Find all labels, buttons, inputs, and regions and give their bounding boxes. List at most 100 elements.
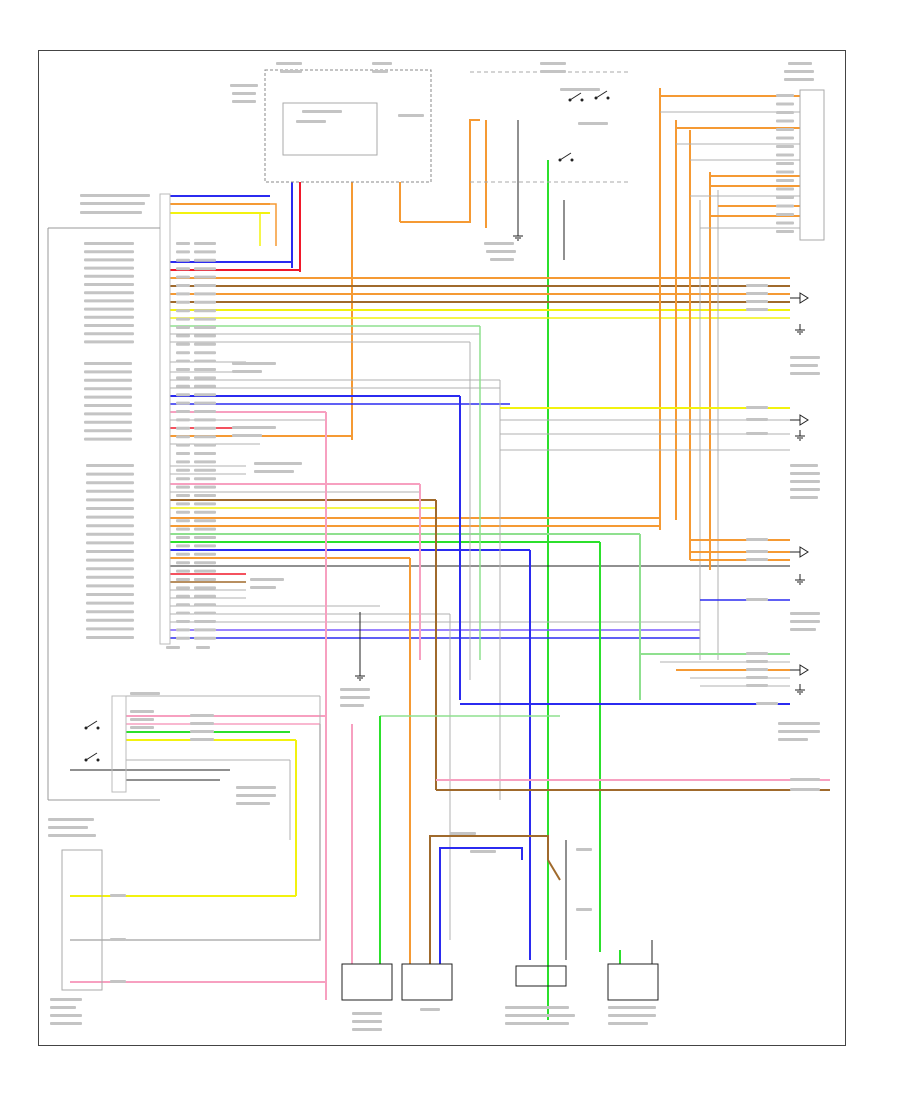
pin-label	[86, 464, 134, 467]
switch-label	[560, 88, 600, 91]
pin-label	[84, 420, 132, 424]
components-layer	[47, 69, 825, 1001]
wire-code	[194, 359, 216, 363]
wire-code	[746, 558, 768, 561]
switch-blade	[85, 720, 98, 729]
pin-label	[86, 489, 134, 493]
pin-number	[776, 213, 794, 216]
pin-number	[776, 179, 794, 182]
component-title	[608, 1022, 648, 1025]
inner-label	[296, 120, 326, 123]
switch-blade	[559, 152, 572, 161]
wire-code	[194, 284, 216, 287]
pin-number	[176, 519, 190, 523]
wire-code	[194, 292, 216, 296]
wire-code	[194, 485, 216, 489]
wire-code	[194, 267, 216, 271]
pin-label	[86, 524, 134, 528]
pin-label	[86, 610, 134, 614]
wire-code	[194, 342, 216, 346]
box-note	[232, 100, 256, 103]
wire-code	[194, 611, 216, 615]
wire-code	[194, 351, 216, 355]
wire-code	[194, 418, 216, 422]
switch-contact	[606, 96, 610, 100]
connector-icon	[401, 963, 453, 1001]
pin-number	[776, 136, 794, 140]
box-title	[280, 70, 302, 73]
wire-code	[576, 908, 592, 911]
pin-label	[84, 258, 134, 262]
component-title	[352, 1020, 382, 1023]
wire-code	[746, 432, 768, 435]
ground-icon	[795, 430, 805, 441]
component-title	[608, 1006, 656, 1009]
pin-number	[176, 460, 190, 464]
box-title	[372, 70, 388, 73]
switch-contact	[96, 758, 100, 762]
wire-code	[194, 426, 216, 430]
pin-number	[176, 468, 190, 472]
module-title	[48, 834, 96, 837]
wire-code	[194, 250, 216, 254]
wire-code	[190, 730, 214, 733]
pin-number	[776, 162, 794, 165]
switch-contact	[570, 158, 574, 162]
ground-label	[486, 250, 516, 253]
component-title	[352, 1012, 382, 1015]
wire	[429, 835, 549, 964]
pin-label	[84, 340, 134, 344]
wire-code	[194, 334, 216, 338]
pin-label	[84, 429, 132, 433]
branch-label	[236, 786, 276, 789]
pin-label	[84, 324, 134, 327]
pin-number	[176, 258, 190, 262]
branch-label	[232, 370, 262, 373]
wire-code	[746, 652, 768, 655]
wire-code	[746, 418, 768, 421]
wire-code	[194, 368, 216, 371]
wire-code	[110, 980, 126, 983]
pin-number	[176, 477, 190, 481]
pin-number	[176, 300, 190, 304]
top-junction-box	[264, 69, 432, 183]
wire-code	[746, 308, 768, 311]
ground-icon	[795, 324, 805, 335]
pin-number	[176, 275, 190, 279]
wire-code	[790, 788, 820, 791]
sensor-body	[799, 664, 809, 676]
component-title	[50, 998, 82, 1001]
wire-code	[194, 435, 216, 439]
switch-label	[578, 122, 608, 125]
pin-label	[84, 291, 134, 295]
sensor-icon	[790, 414, 809, 426]
wire-code	[194, 242, 216, 245]
component-title	[790, 628, 816, 631]
pin-label	[86, 498, 134, 502]
pin-label	[80, 202, 145, 205]
component-title	[790, 480, 820, 483]
pin-number	[176, 242, 190, 245]
motor-icon	[607, 963, 659, 1001]
component-title	[608, 1014, 656, 1017]
pin-label	[84, 250, 134, 254]
pin-label	[86, 636, 134, 639]
box-title	[540, 62, 566, 65]
wire-code	[746, 538, 768, 541]
branch-label	[236, 802, 270, 805]
branch-label	[232, 362, 276, 365]
pin-number	[176, 250, 190, 254]
box-title	[372, 62, 392, 65]
switch-blade	[569, 92, 582, 101]
wire-code	[746, 660, 768, 663]
pin-number	[176, 594, 190, 598]
wire-code	[190, 714, 214, 717]
pin-number	[176, 569, 190, 573]
module-title	[48, 818, 94, 821]
pin-label	[86, 515, 134, 519]
sensor-icon	[790, 664, 809, 676]
component-title	[505, 1022, 569, 1025]
box-note	[230, 84, 258, 87]
pin-label	[130, 710, 154, 713]
switch-blade	[85, 752, 98, 761]
